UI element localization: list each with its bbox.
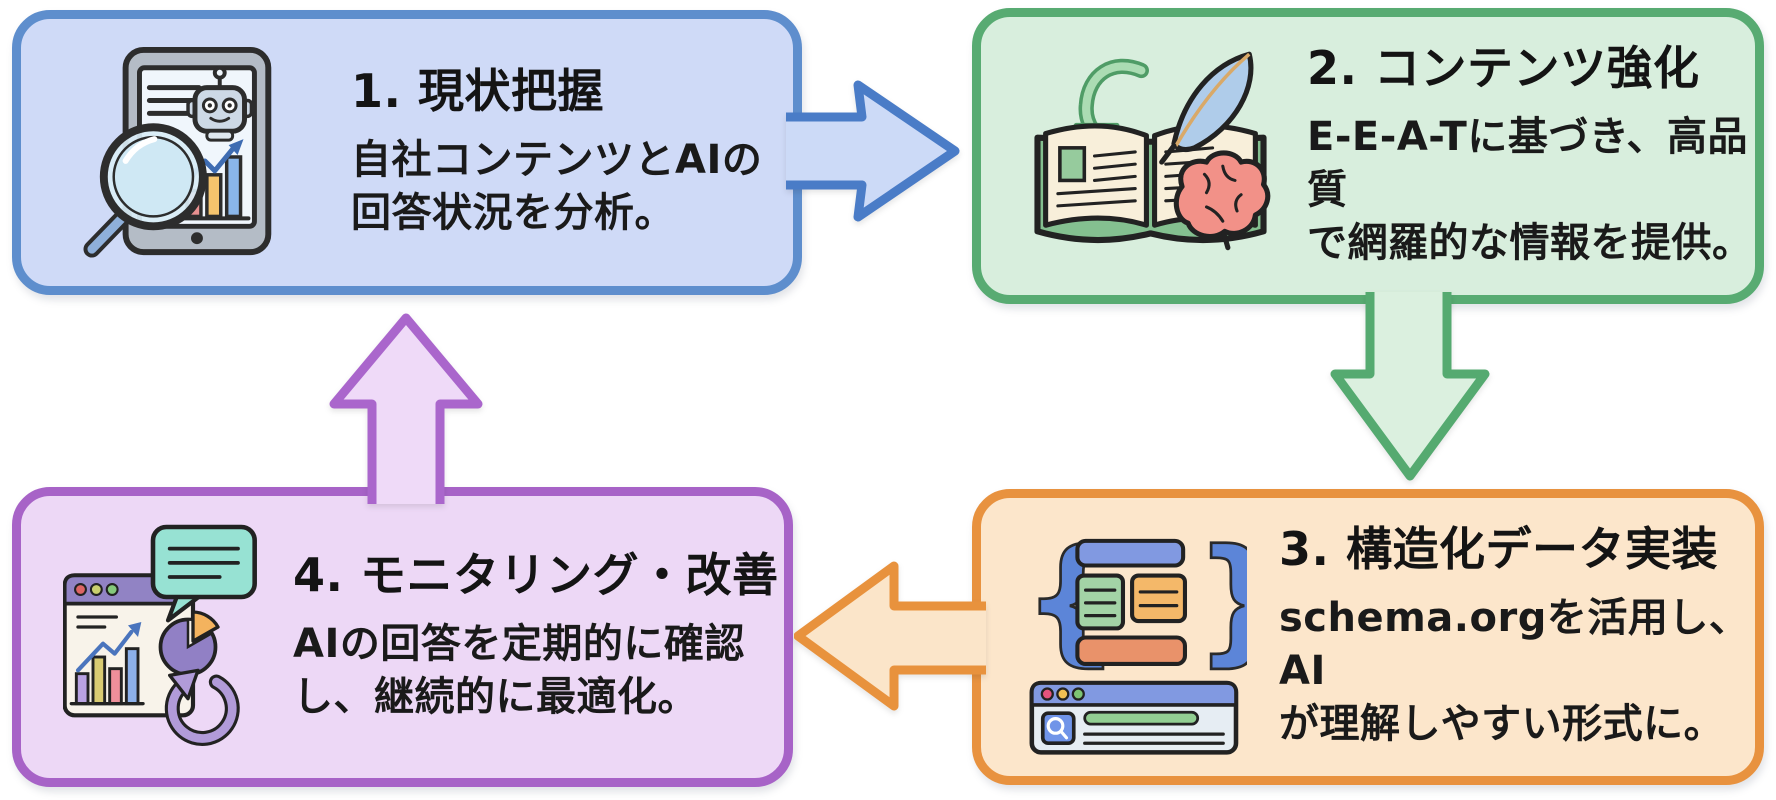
step-description: 自社コンテンツとAIの 回答状況を分析。 xyxy=(351,136,763,236)
structured-data-browser-icon: { } xyxy=(1017,519,1249,756)
step-description: schema.orgを活用し、AI が理解しやすい形式に。 xyxy=(1279,594,1750,748)
monitoring-dashboard-icon xyxy=(61,522,265,752)
book-quill-brain-icon xyxy=(1019,44,1281,268)
book-quill-brain-icon xyxy=(1033,51,1270,251)
flow-arrow-left-icon xyxy=(794,561,986,711)
monitoring-dashboard-icon xyxy=(63,524,257,746)
tablet-magnifier-analytics-icon xyxy=(63,44,321,262)
step-title: 1. 現状把握 xyxy=(351,63,604,118)
structured-data-browser-icon: { } xyxy=(1021,519,1247,755)
step-box-4: 4. モニタリング・改善 AIの回答を定期的に確認 し、継続的に最適化。 xyxy=(12,487,793,787)
flow-arrow-down-icon xyxy=(1330,292,1490,481)
flow-arrow-up-icon xyxy=(329,313,483,504)
tablet-magnifier-analytics-icon xyxy=(83,46,272,258)
step-title: 4. モニタリング・改善 xyxy=(293,548,779,603)
step-title: 3. 構造化データ実装 xyxy=(1279,521,1718,576)
step-title: 2. コンテンツ強化 xyxy=(1307,40,1700,95)
step-box-1: 1. 現状把握 自社コンテンツとAIの 回答状況を分析。 xyxy=(12,10,802,295)
flow-arrow-right-icon xyxy=(786,80,960,222)
step-box-2: 2. コンテンツ強化 E-E-A-Tに基づき、高品質 で網羅的な情報を提供。 xyxy=(972,8,1764,304)
step-box-3: { } 3. 構造化データ実装 sch xyxy=(972,489,1764,785)
svg-text:}: } xyxy=(1194,520,1247,679)
step-description: AIの回答を定期的に確認 し、継続的に最適化。 xyxy=(293,621,745,721)
step-description: E-E-A-Tに基づき、高品質 で網羅的な情報を提供。 xyxy=(1307,113,1753,267)
